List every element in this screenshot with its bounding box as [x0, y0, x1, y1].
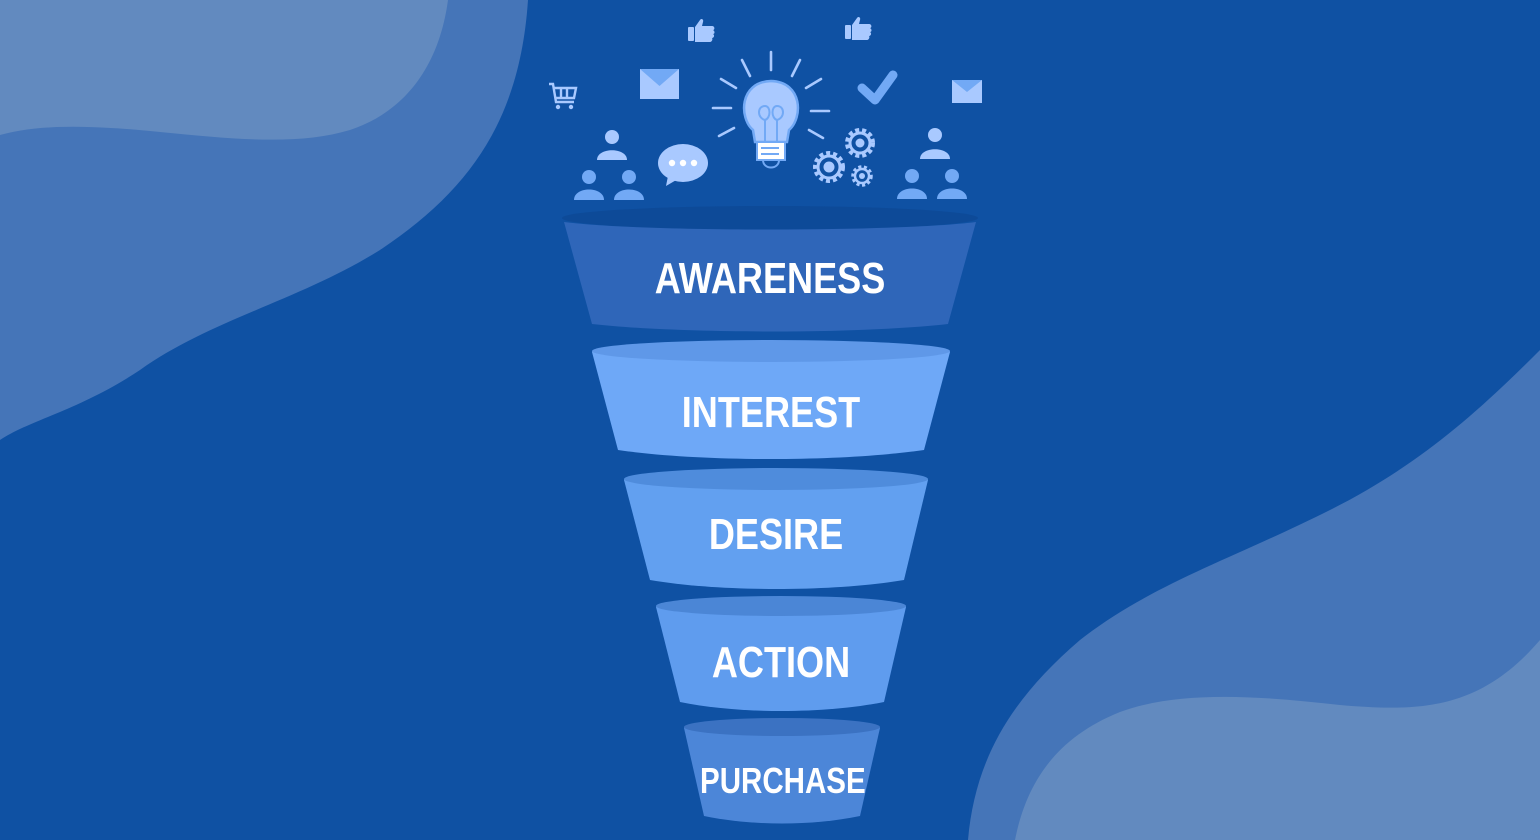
lightbulb-icon: [711, 50, 831, 169]
people-group-icon: [574, 130, 644, 200]
funnel-stage-interest: INTEREST: [590, 338, 952, 462]
envelope-icon: [640, 69, 679, 99]
stage-label: DESIRE: [708, 510, 844, 559]
funnel-stage-awareness: AWARENESS: [560, 204, 980, 334]
stage-label: INTEREST: [681, 388, 861, 437]
thumbs-up-icon: [688, 18, 715, 42]
shopping-cart-icon: [549, 82, 578, 110]
gears-icon: [813, 128, 875, 187]
chat-bubble-icon: [658, 144, 708, 186]
stage-label: PURCHASE: [700, 760, 866, 801]
funnel-stage-desire: DESIRE: [622, 466, 930, 592]
funnel-stage-purchase: PURCHASE: [682, 716, 882, 826]
people-group-icon: [897, 128, 967, 199]
funnel-stage-action: ACTION: [654, 594, 908, 714]
bottom-right-wave-light: [1015, 640, 1540, 840]
checkmark-icon: [857, 70, 898, 105]
stage-label: AWARENESS: [654, 254, 886, 303]
top-left-wave-light: [0, 0, 448, 140]
stage-label: ACTION: [711, 638, 851, 687]
icon-cluster: [549, 16, 982, 200]
envelope-icon: [952, 80, 982, 103]
thumbs-up-icon: [845, 16, 872, 40]
